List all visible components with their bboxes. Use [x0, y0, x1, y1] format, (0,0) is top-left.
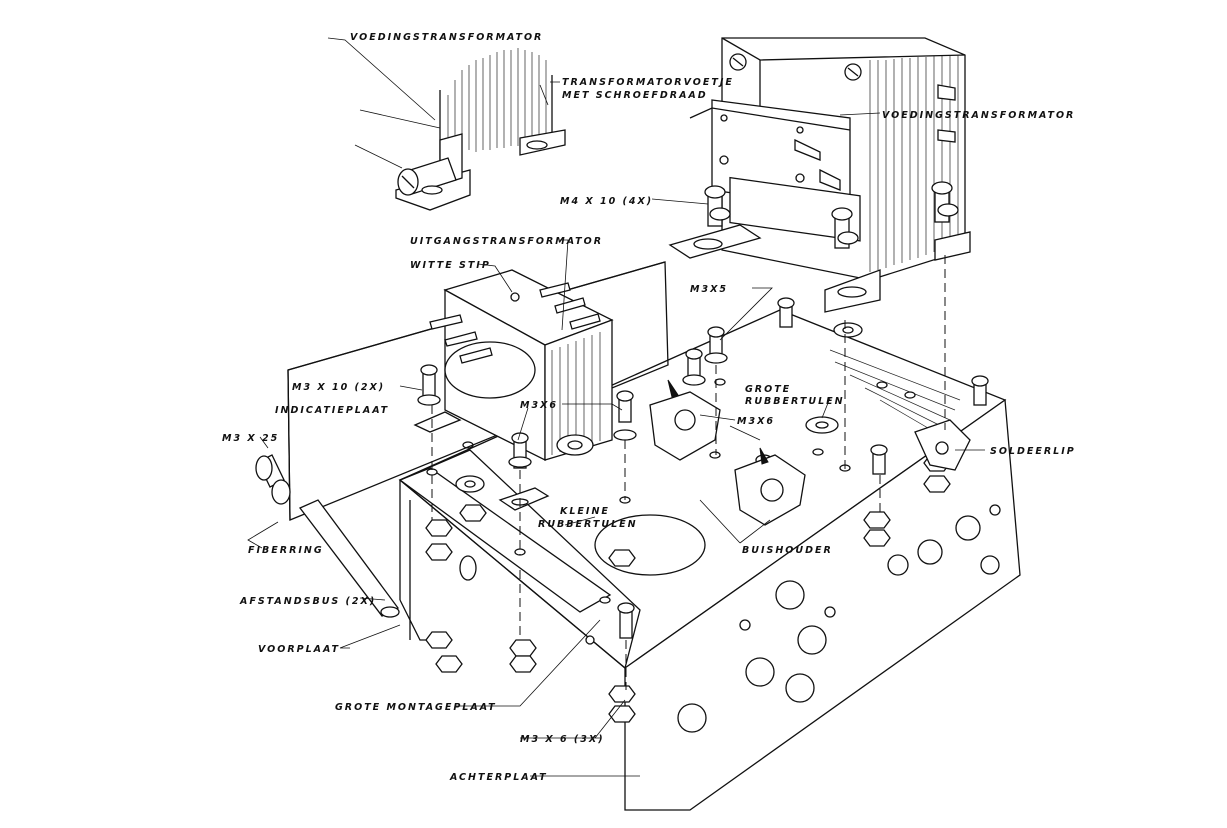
label-voedingstransformator-top: VOEDINGSTRANSFORMATOR: [350, 32, 543, 43]
label-afstandsbus: AFSTANDSBUS (2X): [239, 596, 376, 607]
label-buishouder: BUISHOUDER: [742, 545, 833, 556]
label-m3x6-left: M3X6: [520, 400, 558, 411]
label-m4x10: M4 X 10 (4X): [560, 196, 653, 207]
label-fiberring: FIBERRING: [248, 545, 324, 556]
label-soldeerlip: SOLDEERLIP: [990, 446, 1076, 457]
label-transformatorvoetje: TRANSFORMATORVOETJE: [562, 77, 734, 88]
label-m3x25: M3 X 25: [222, 433, 279, 444]
power-transformer: [651, 37, 971, 313]
labels: VOEDINGSTRANSFORMATOR TRANSFORMATORVOETJ…: [222, 32, 1076, 783]
label-m3x5: M3X5: [690, 284, 728, 295]
label-rubbertulen-grote: RUBBERTULEN: [745, 396, 845, 407]
transformer-foot-detail: [327, 37, 566, 211]
label-voorplaat: VOORPLAAT: [258, 644, 340, 655]
leader-lines: [247, 239, 985, 777]
label-kleine-rubbertulen: KLEINE: [560, 506, 610, 517]
fasteners: [255, 297, 989, 723]
label-grote-montageplaat: GROTE MONTAGEPLAAT: [335, 702, 497, 713]
label-indicatieplaat: INDICATIEPLAAT: [275, 405, 389, 416]
label-achterplaat: ACHTERPLAAT: [449, 772, 548, 783]
label-grote-rubbertulen: GROTE: [745, 384, 791, 395]
output-transformer: [413, 269, 614, 511]
tube-sockets: [455, 322, 971, 526]
label-m3x10: M3 X 10 (2X): [292, 382, 385, 393]
label-uitgangstransformator: UITGANGSTRANSFORMATOR: [410, 236, 603, 247]
label-met-schroefdraad: MET SCHROEFDRAAD: [562, 90, 708, 101]
label-m3x6-3x: M3 X 6 (3X): [520, 734, 605, 745]
label-m3x6-right: M3X6: [737, 416, 775, 427]
label-voedingstransformator-right: VOEDINGSTRANSFORMATOR: [882, 110, 1075, 121]
assembly-axis-lines: [431, 255, 946, 690]
label-witte-stip: WITTE STIP: [410, 260, 491, 271]
label-rubbertulen-kleine: RUBBERTULEN: [538, 519, 638, 530]
